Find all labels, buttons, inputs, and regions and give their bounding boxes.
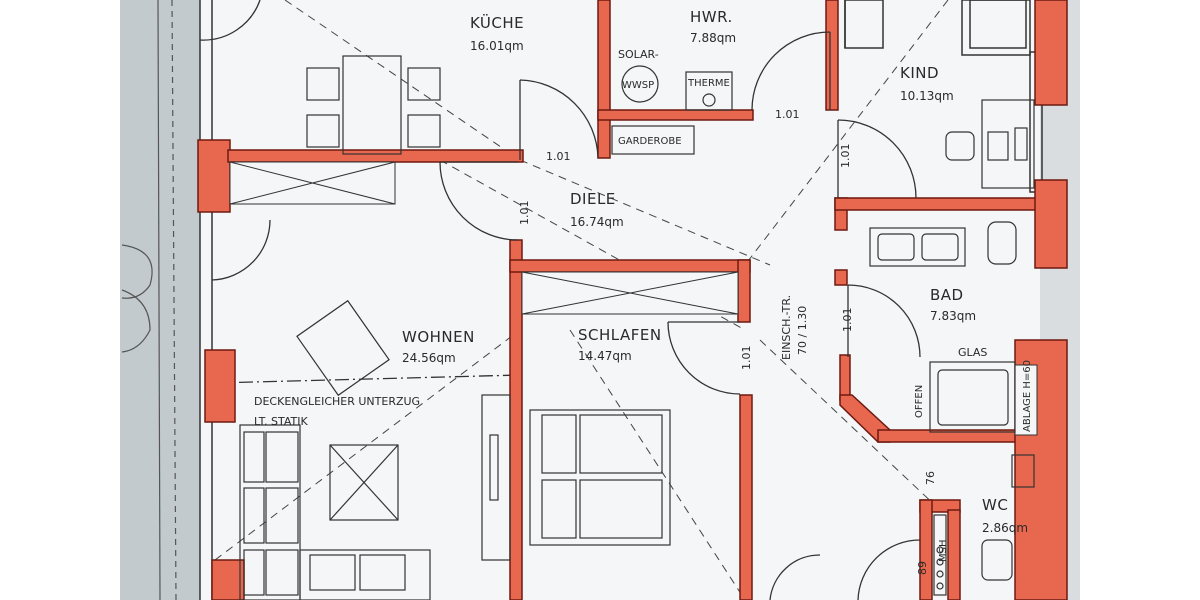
kind-desk — [981, 99, 1035, 189]
bad-toilet — [987, 221, 1017, 265]
room-name-schlafen: SCHLAFEN — [578, 326, 662, 344]
room-area-kueche: 16.01qm — [470, 39, 524, 53]
wall-openings — [229, 161, 739, 315]
room-area-bad: 7.83qm — [930, 309, 976, 323]
room-area-wohnen: 24.56qm — [402, 351, 456, 365]
door-width-kind: 1.01 — [839, 144, 852, 169]
label-msh: MSH — [938, 540, 949, 563]
label-glas: GLAS — [958, 346, 987, 359]
coffee-table — [329, 444, 399, 521]
label-stair-76: 76 — [924, 471, 937, 485]
label-einsch-line2: 70 / 1.30 — [796, 306, 809, 355]
margin-left — [0, 0, 120, 600]
room-name-kueche: KÜCHE — [470, 13, 524, 32]
door-width-wohnen: 1.01 — [518, 201, 531, 226]
furniture — [239, 55, 1035, 600]
terrace-edge — [121, 0, 177, 600]
room-name-wc: WC — [982, 496, 1008, 514]
label-ablage: ABLAGE H=60 — [1022, 360, 1033, 432]
room-name-diele: DIELE — [570, 190, 616, 208]
sofa — [239, 424, 301, 600]
room-name-wohnen: WOHNEN — [402, 328, 475, 346]
wwsp-tank — [621, 65, 659, 103]
shower — [929, 361, 1016, 433]
margin-right — [1080, 0, 1200, 600]
label-unterzug-line2: LT. STATIK — [254, 415, 309, 428]
door-width-bad: 1.01 — [841, 308, 854, 333]
door-width-hwr: 1.01 — [775, 108, 800, 121]
doors — [199, 0, 921, 600]
unterzug-line — [214, 374, 521, 384]
room-area-diele: 16.74qm — [570, 215, 624, 229]
room-name-bad: BAD — [930, 286, 964, 304]
armchair — [296, 299, 390, 397]
wc-sink — [1011, 454, 1035, 488]
label-einsch-line1: EINSCH.-TR. — [780, 295, 793, 360]
room-area-wc: 2.86qm — [982, 521, 1028, 535]
door-width-schlafen: 1.01 — [740, 346, 753, 371]
room-name-hwr: HWR. — [690, 8, 733, 26]
garderobe-box — [611, 125, 695, 155]
therme-unit — [685, 71, 733, 111]
double-sink — [869, 227, 966, 267]
room-area-kind: 10.13qm — [900, 89, 954, 103]
label-garderobe: GARDEROBE — [618, 136, 682, 147]
label-offen: OFFEN — [914, 385, 925, 418]
label-therme: THERME — [687, 78, 730, 89]
door-width-kueche: 1.01 — [546, 150, 571, 163]
label-solar: SOLAR- — [618, 48, 659, 61]
wc-toilet — [981, 539, 1013, 581]
double-bed — [529, 409, 671, 546]
label-stair-89: 89 — [916, 561, 929, 575]
room-area-hwr: 7.88qm — [690, 31, 736, 45]
room-area-schlafen: 14.47qm — [578, 349, 632, 363]
label-unterzug-line1: DECKENGLEICHER UNTERZUG — [254, 395, 420, 408]
wardrobe — [481, 394, 511, 561]
label-wwsp: WWSP — [622, 80, 654, 91]
dining-table — [342, 55, 402, 155]
room-name-kind: KIND — [900, 64, 939, 82]
